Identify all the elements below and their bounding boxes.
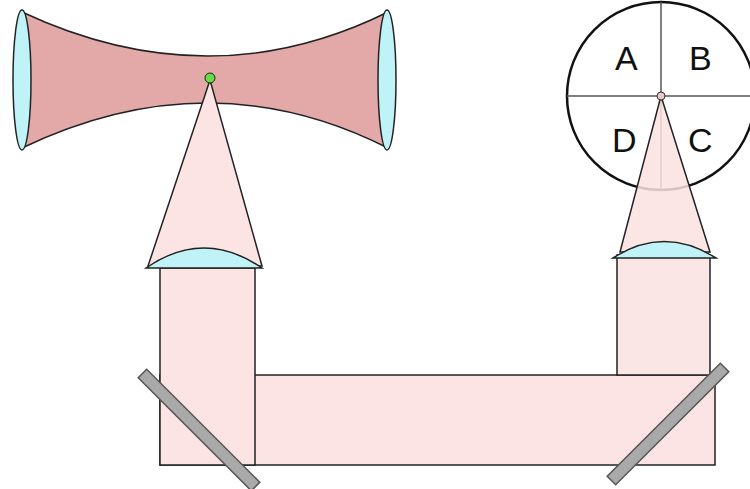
mirror — [138, 369, 260, 489]
focusing-cone — [620, 96, 710, 252]
lens — [13, 10, 31, 150]
quadrant-label: B — [689, 41, 712, 75]
lens — [146, 248, 262, 268]
lens — [613, 242, 716, 259]
lens — [378, 10, 396, 150]
quadrant-label: D — [612, 123, 637, 157]
collection-cone — [148, 80, 262, 266]
focal-spot — [657, 92, 665, 100]
quadrant-label: A — [615, 41, 638, 75]
mirror — [607, 363, 729, 485]
beam-right-column — [617, 255, 710, 375]
particle — [205, 73, 215, 83]
quadrant-label: C — [688, 123, 713, 157]
